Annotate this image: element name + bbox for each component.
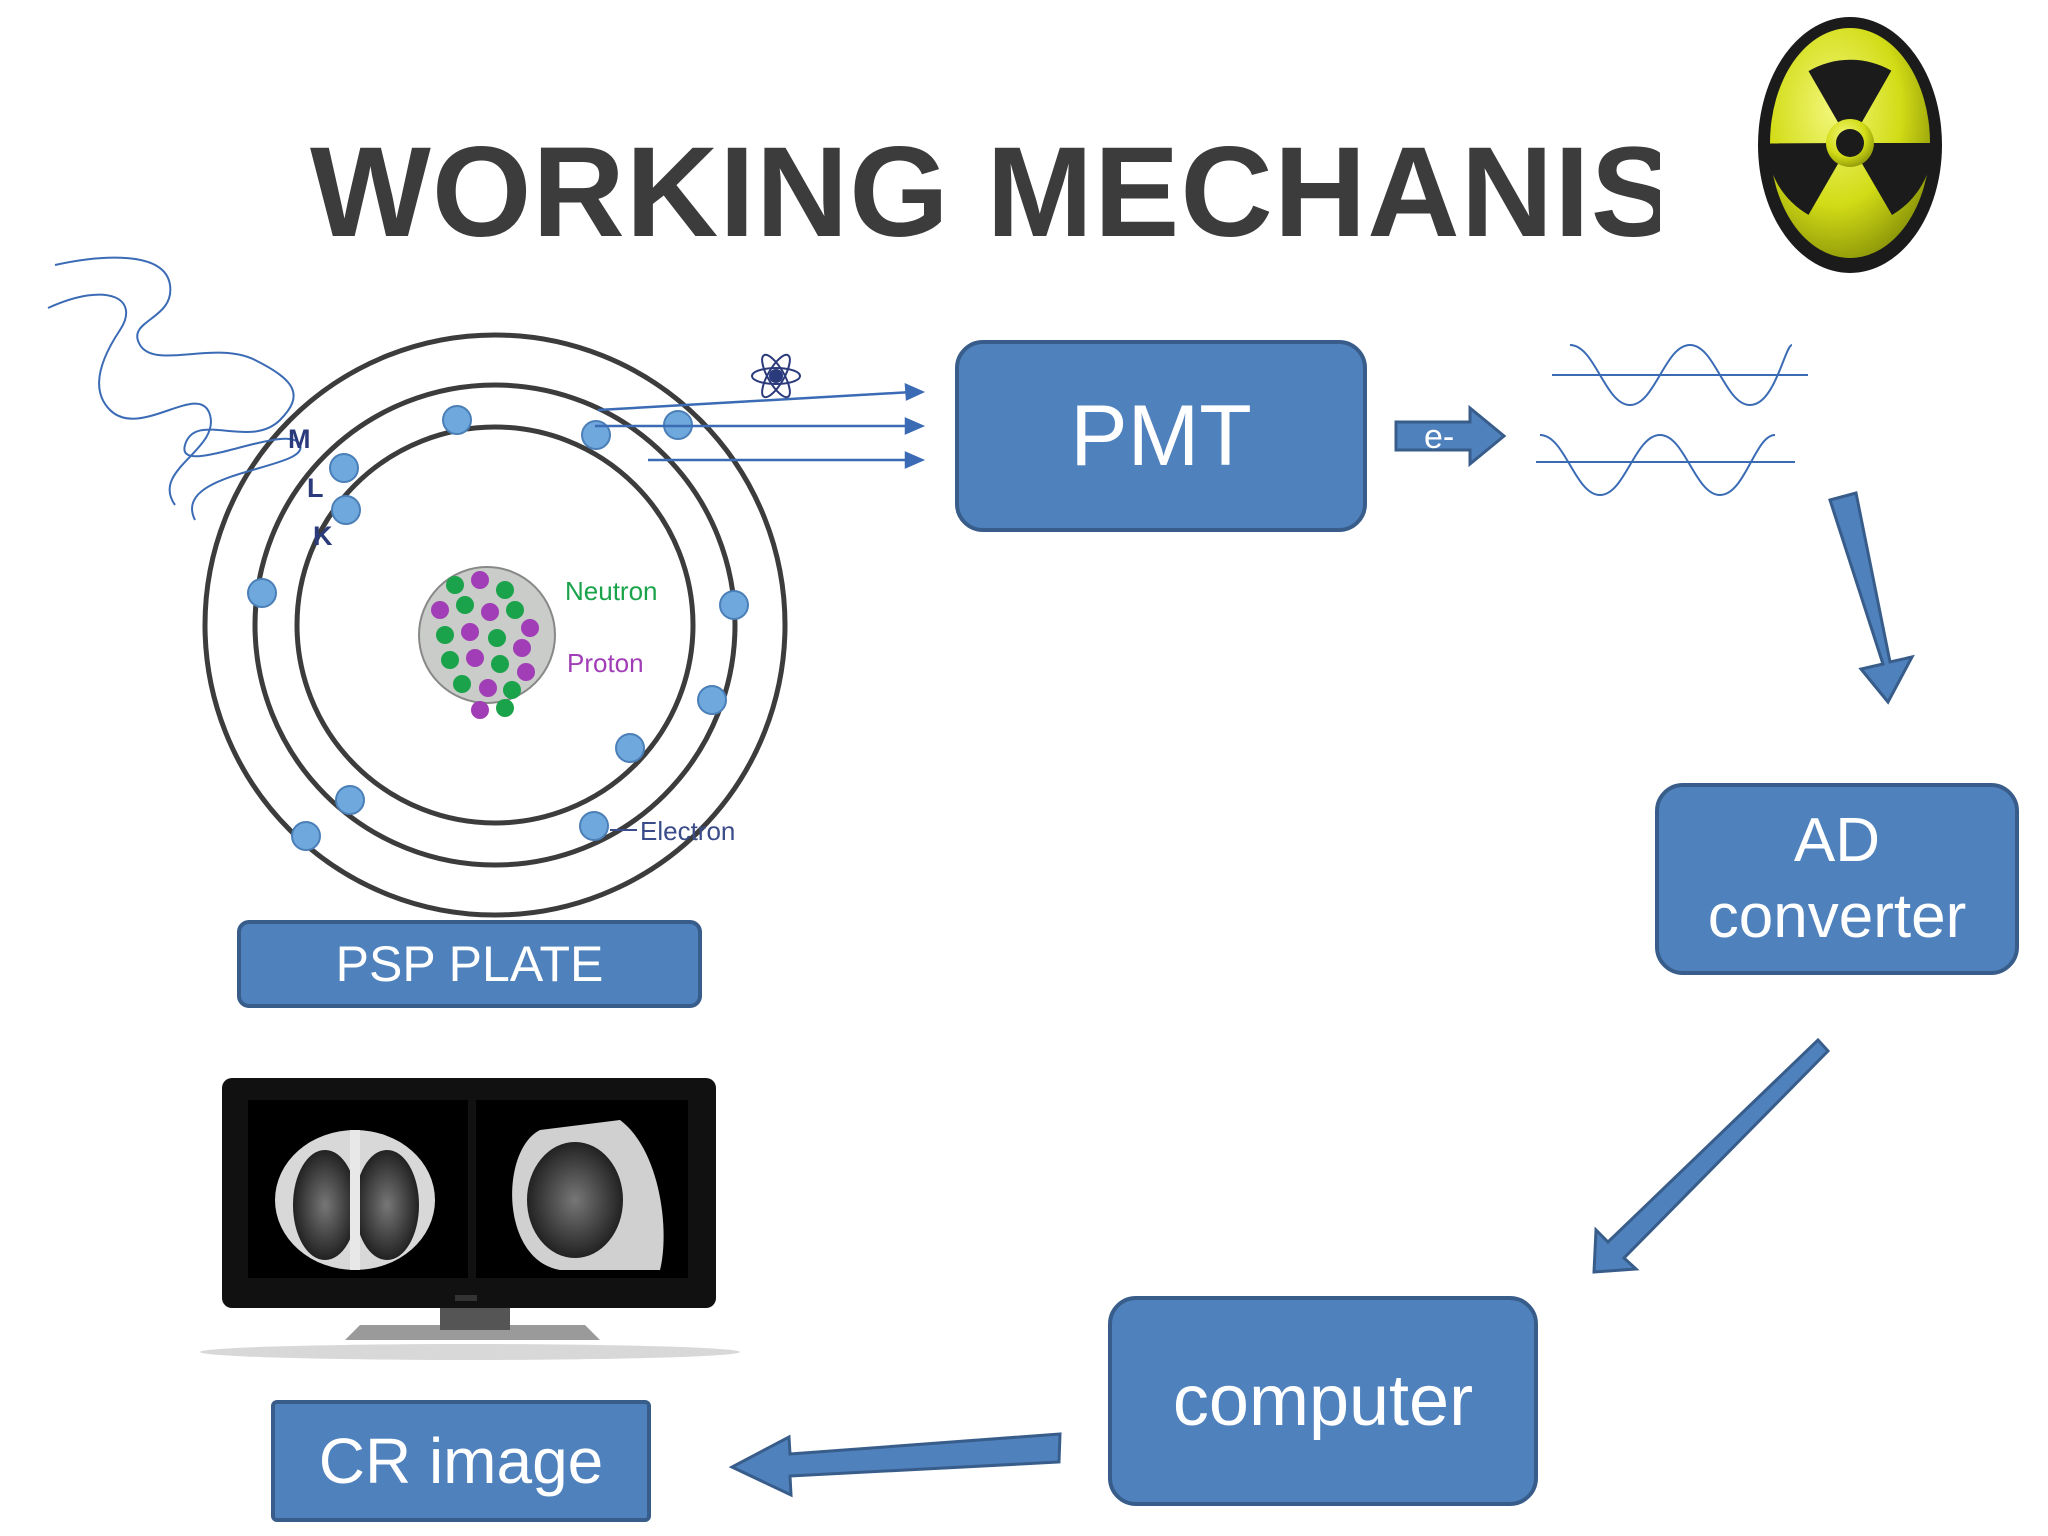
proton-label: Proton bbox=[567, 648, 644, 678]
proton-particle bbox=[431, 601, 449, 619]
electron-particle bbox=[697, 685, 727, 715]
nucleus bbox=[418, 566, 556, 719]
neutron-particle bbox=[496, 699, 514, 717]
proton-particle bbox=[521, 619, 539, 637]
cr-image-box: CR image bbox=[271, 1400, 651, 1522]
proton-particle bbox=[471, 701, 489, 719]
pmt-label: PMT bbox=[1070, 387, 1252, 484]
neutron-particle bbox=[491, 655, 509, 673]
signal-waves bbox=[1536, 343, 1808, 497]
ad-converter-label-line1: AD bbox=[1793, 806, 1881, 876]
electron-particle bbox=[719, 590, 749, 620]
slide-title: WORKING MECHANISI bbox=[310, 121, 1660, 264]
neutron-particle bbox=[456, 596, 474, 614]
neutron-particle bbox=[488, 629, 506, 647]
proton-particle bbox=[466, 649, 484, 667]
computer-label: computer bbox=[1172, 1361, 1474, 1441]
neutron-particle bbox=[446, 576, 464, 594]
neutron-particle bbox=[441, 651, 459, 669]
neutron-particle bbox=[496, 581, 514, 599]
ad-converter-label-line2: converter bbox=[1707, 882, 1967, 951]
shell-k-label: K bbox=[313, 521, 333, 551]
proton-particle bbox=[471, 571, 489, 589]
electron-arrow-label: e- bbox=[1424, 418, 1455, 456]
atom-icon bbox=[751, 353, 801, 399]
proton-particle bbox=[517, 663, 535, 681]
proton-particle bbox=[513, 639, 531, 657]
neutron-label: Neutron bbox=[565, 576, 658, 606]
neutron-particle bbox=[503, 681, 521, 699]
electron-particle bbox=[581, 420, 611, 450]
computer-box: computer bbox=[1108, 1296, 1538, 1506]
neutron-particle bbox=[436, 626, 454, 644]
electron-particle bbox=[615, 733, 645, 763]
neutron-particle bbox=[506, 601, 524, 619]
psp-plate-label: PSP PLATE bbox=[335, 936, 604, 992]
electron-particle bbox=[442, 405, 472, 435]
arrow-to-ad-converter bbox=[1828, 491, 1915, 705]
emission-arrows bbox=[595, 383, 926, 469]
proton-particle bbox=[481, 603, 499, 621]
electron-particle bbox=[331, 495, 361, 525]
proton-particle bbox=[461, 623, 479, 641]
electron-particle bbox=[329, 453, 359, 483]
arrow-to-cr-image bbox=[728, 1432, 1062, 1498]
radiation-hazard-icon bbox=[1758, 17, 1942, 273]
electron-particle bbox=[247, 578, 277, 608]
x-ray-wave-line bbox=[54, 256, 302, 521]
electron-particle bbox=[579, 811, 609, 841]
arrow-to-computer bbox=[1592, 1037, 1831, 1274]
shell-l-label: L bbox=[307, 473, 324, 503]
monitor-xray-icon bbox=[200, 1078, 740, 1360]
electron-label: Electron bbox=[640, 816, 736, 846]
electron-particle bbox=[335, 785, 365, 815]
psp-plate-box: PSP PLATE bbox=[237, 920, 702, 1008]
neutron-particle bbox=[453, 675, 471, 693]
ad-converter-box: AD converter bbox=[1655, 783, 2019, 975]
cr-image-label: CR image bbox=[318, 1425, 604, 1497]
electron-particle bbox=[663, 410, 693, 440]
proton-particle bbox=[479, 679, 497, 697]
shell-m-label: M bbox=[288, 424, 311, 454]
x-ray-wave-line-2 bbox=[47, 293, 212, 506]
pmt-box: PMT bbox=[955, 340, 1367, 532]
electron-particle bbox=[291, 821, 321, 851]
